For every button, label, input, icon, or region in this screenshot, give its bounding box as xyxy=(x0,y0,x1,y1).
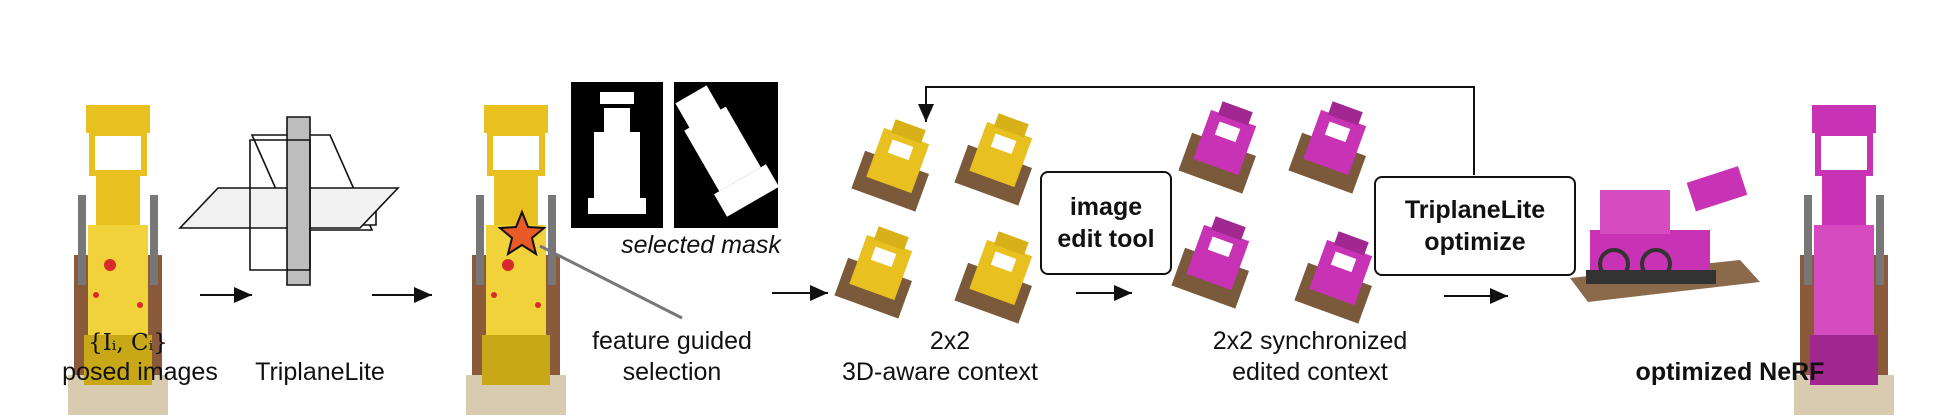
star-icon xyxy=(497,209,547,257)
edited-thumb-1 xyxy=(1178,101,1257,194)
edited-sync-label: 2x2 synchronized xyxy=(1212,327,1408,355)
optimized-nerf-label: optimized NeRF xyxy=(1635,358,1825,386)
optimize-box-line2: optimize xyxy=(1424,228,1526,256)
triplane-label: TriplaneLite xyxy=(255,358,385,386)
feedback-arrow xyxy=(918,86,1475,175)
edited-thumb-4 xyxy=(1294,231,1373,324)
image-edit-tool-box: image edit tool xyxy=(1040,171,1172,275)
edited-context-label: edited context xyxy=(1232,358,1388,386)
context-thumb-3 xyxy=(834,226,913,319)
nerf-side-view xyxy=(1570,166,1760,302)
selection-image-lego xyxy=(466,105,566,415)
edited-thumb-3 xyxy=(1171,216,1250,309)
selection-label: selection xyxy=(622,358,722,386)
mask-front-shape xyxy=(588,92,646,214)
triplanelite-optimize-box: TriplaneLite optimize xyxy=(1374,176,1576,276)
optimize-box-line1: TriplaneLite xyxy=(1404,196,1546,224)
edit-box-line2: edit tool xyxy=(1057,225,1155,253)
mask-side-shape xyxy=(675,85,779,217)
posed-math-label: {Iᵢ, Cᵢ} xyxy=(88,330,168,356)
context-thumb-1 xyxy=(851,119,930,212)
posed-images-label: posed images xyxy=(62,358,218,386)
context-thumb-2 xyxy=(954,113,1033,206)
context-3d-label: 3D-aware context xyxy=(842,358,1038,386)
context-thumb-4 xyxy=(954,231,1033,324)
edited-thumb-2 xyxy=(1288,101,1367,194)
context-2x2-label: 2x2 xyxy=(929,327,971,355)
selection-pointer-line xyxy=(539,244,683,320)
triplane-icon xyxy=(178,116,400,286)
edit-box-line1: image xyxy=(1069,193,1143,221)
selected-mask-label: selected mask xyxy=(621,231,781,259)
feature-guided-label: feature guided xyxy=(592,327,752,355)
